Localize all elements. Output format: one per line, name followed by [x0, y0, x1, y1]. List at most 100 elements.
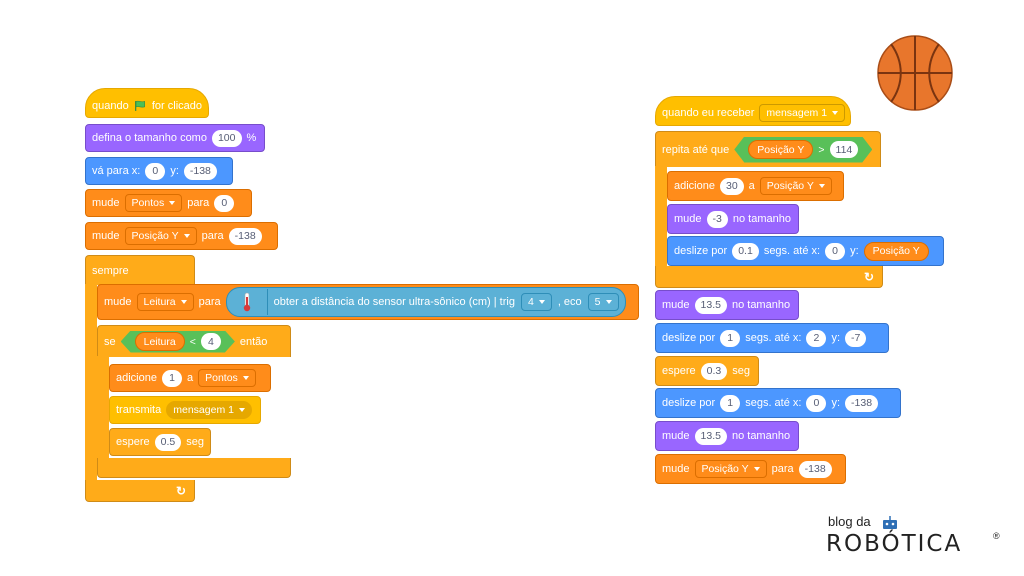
change-size-block-1[interactable]: mude -3 no tamanho	[667, 204, 799, 234]
r-change-input[interactable]: 30	[719, 177, 744, 195]
change-size-block-3[interactable]: mude 13.5 no tamanho	[655, 421, 799, 451]
r-wait-input[interactable]: 0.3	[700, 362, 728, 380]
r-size2-input[interactable]: 13.5	[694, 296, 727, 314]
leitura-var-dropdown[interactable]: Leitura	[136, 293, 194, 311]
chevron-down-icon	[832, 111, 839, 115]
r-glide1-y-reporter[interactable]: Posição Y	[863, 241, 929, 261]
set-posicao-y-block[interactable]: mude Posição Y para -138	[85, 222, 278, 250]
set-leitura-label: mude	[104, 296, 132, 308]
r-glide2-ylabel: y:	[831, 332, 841, 344]
chevron-down-icon	[180, 300, 187, 304]
r-glide3-ylabel: y:	[831, 397, 841, 409]
change-size-block-2[interactable]: mude 13.5 no tamanho	[655, 290, 799, 320]
chevron-down-icon	[538, 300, 545, 304]
change-var-name: Pontos	[205, 372, 238, 384]
repeat-footer	[655, 266, 883, 288]
r-glide1-x[interactable]: 0	[825, 242, 846, 260]
less-than-input[interactable]: 4	[201, 333, 221, 350]
forever-block[interactable]: sempre	[85, 255, 195, 285]
r-glide1-secs[interactable]: 0.1	[732, 242, 759, 260]
set-posy-label: mude	[92, 230, 120, 242]
set-leitura-to: para	[198, 296, 221, 308]
goto-xy-block[interactable]: vá para x: 0 y: -138	[85, 157, 233, 185]
leitura-reporter[interactable]: Leitura	[135, 332, 185, 351]
r-glide2-secs[interactable]: 1	[720, 329, 741, 347]
posy-reporter[interactable]: Posição Y	[748, 140, 813, 159]
set-size-block[interactable]: defina o tamanho como 100 %	[85, 124, 265, 152]
eco-label: , eco	[557, 296, 582, 308]
broadcast-msg-dropdown[interactable]: mensagem 1	[166, 401, 252, 419]
greater-than-operator[interactable]: Posição Y > 114	[734, 137, 872, 163]
r-glide1-mid: segs. até x:	[763, 245, 821, 257]
logo-top: blog da	[828, 514, 871, 529]
set-pontos-input[interactable]: 0	[214, 194, 235, 212]
ultrasonic-sensor-reporter[interactable]: obter a distância do sensor ultra-sônico…	[225, 287, 626, 317]
repeat-until-block[interactable]: repita até que Posição Y > 114	[655, 131, 881, 167]
r-glide1-label: deslize por	[674, 245, 728, 257]
r-change-var-name: Posição Y	[766, 180, 814, 192]
r-size3-input[interactable]: 13.5	[694, 427, 727, 445]
hat-clicked-label: for clicado	[151, 100, 202, 112]
chevron-down-icon	[818, 184, 825, 188]
set-leitura-block[interactable]: mude Leitura para obter a distância do s…	[97, 284, 639, 320]
chevron-down-icon	[169, 201, 176, 205]
set-posy-input[interactable]: -138	[228, 227, 262, 245]
pontos-var-name: Pontos	[131, 197, 165, 209]
r-glide2-y[interactable]: -7	[845, 329, 867, 347]
change-pontos-block[interactable]: adicione 1 a Pontos	[109, 364, 271, 392]
if-block[interactable]: se Leitura < 4 então	[97, 325, 291, 357]
r-glide1-ylabel: y:	[850, 245, 859, 257]
r-size1-unit: no tamanho	[732, 213, 791, 225]
r-set-input[interactable]: -138	[798, 460, 832, 478]
basketball-icon	[877, 35, 953, 111]
glide-block-2[interactable]: deslize por 1 segs. até x: 2 y: -7	[655, 323, 889, 353]
r-size3-label: mude	[662, 430, 690, 442]
r-glide2-x[interactable]: 2	[806, 329, 827, 347]
less-than-symbol: <	[189, 335, 196, 348]
forever-arm	[85, 284, 97, 484]
wait-unit: seg	[186, 436, 204, 448]
wait-input[interactable]: 0.5	[154, 433, 182, 451]
forever-footer	[85, 480, 195, 502]
goto-y-label: y:	[170, 165, 179, 177]
broadcast-block[interactable]: transmita mensagem 1	[109, 396, 261, 424]
wait-block[interactable]: espere 0.5 seg	[109, 428, 211, 456]
r-glide3-y[interactable]: -138	[845, 394, 879, 412]
receive-msg: mensagem 1	[766, 107, 828, 119]
broadcast-label: transmita	[116, 404, 162, 416]
pontos-var-dropdown[interactable]: Pontos	[124, 194, 183, 212]
set-size-input[interactable]: 100	[211, 129, 242, 147]
change-var-dropdown[interactable]: Pontos	[198, 369, 256, 387]
r-set-var-dropdown[interactable]: Posição Y	[694, 460, 767, 478]
set-posy-block-right[interactable]: mude Posição Y para -138	[655, 454, 846, 484]
receive-msg-dropdown[interactable]: mensagem 1	[759, 104, 846, 122]
loop-arrow-icon: ↻	[176, 484, 187, 498]
posy-var-dropdown[interactable]: Posição Y	[124, 227, 197, 245]
robot-icon	[883, 516, 897, 529]
goto-y-input[interactable]: -138	[183, 162, 217, 180]
hat-when-label: quando	[92, 100, 129, 112]
glide-block-1[interactable]: deslize por 0.1 segs. até x: 0 y: Posiçã…	[667, 236, 944, 266]
r-glide3-x[interactable]: 0	[806, 394, 827, 412]
change-posy-block[interactable]: adicione 30 a Posição Y	[667, 171, 844, 201]
r-size1-input[interactable]: -3	[706, 210, 728, 228]
wait-block-right[interactable]: espere 0.3 seg	[655, 356, 759, 386]
set-pontos-block[interactable]: mude Pontos para 0	[85, 189, 252, 217]
forever-label: sempre	[92, 264, 129, 277]
when-i-receive-block[interactable]: quando eu receber mensagem 1	[655, 96, 851, 126]
green-flag-icon	[134, 100, 145, 111]
eco-pin-dropdown[interactable]: 5	[587, 293, 619, 311]
when-flag-clicked-block[interactable]: quando for clicado	[85, 88, 209, 118]
goto-x-input[interactable]: 0	[145, 162, 166, 180]
change-input[interactable]: 1	[161, 369, 182, 387]
glide-block-3[interactable]: deslize por 1 segs. até x: 0 y: -138	[655, 388, 901, 418]
r-change-var-dropdown[interactable]: Posição Y	[759, 177, 832, 195]
r-size1-label: mude	[674, 213, 702, 225]
r-glide3-secs[interactable]: 1	[720, 394, 741, 412]
greater-than-input[interactable]: 114	[830, 141, 859, 158]
trig-pin-dropdown[interactable]: 4	[520, 293, 552, 311]
less-than-operator[interactable]: Leitura < 4	[121, 331, 235, 353]
logo-reg: ®	[993, 531, 1000, 541]
eco-pin-value: 5	[594, 296, 601, 308]
r-glide3-label: deslize por	[662, 397, 716, 409]
